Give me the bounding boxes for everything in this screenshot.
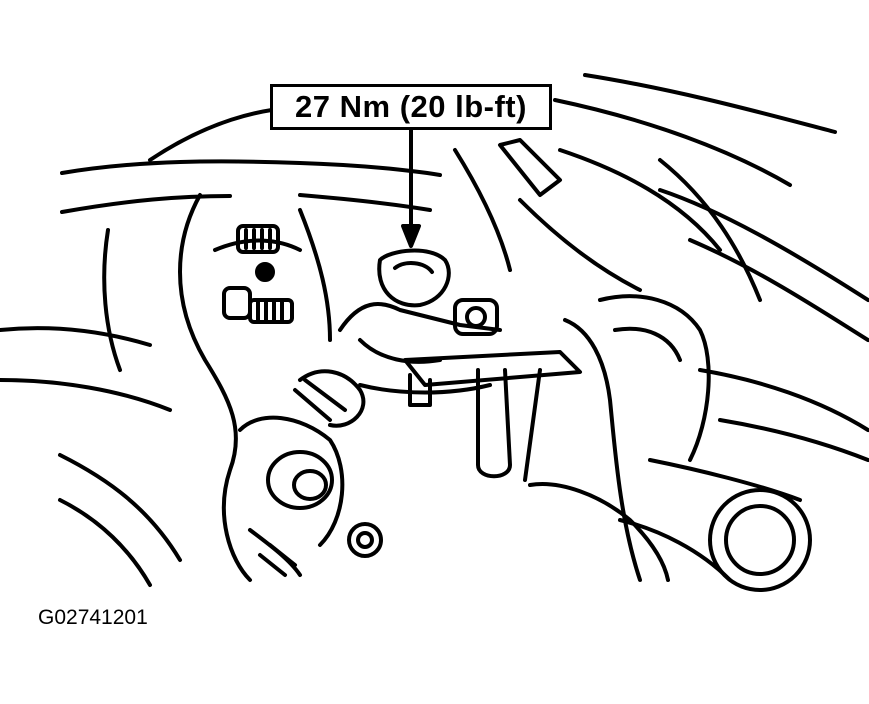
shift-mechanism [293, 248, 582, 482]
upper-right-structure [453, 138, 762, 302]
background-hoses [60, 73, 869, 342]
lever-assembly [238, 415, 383, 577]
callout-leader [401, 128, 421, 248]
torque-spec-label: 27 Nm (20 lb-ft) [295, 89, 527, 124]
left-housing [0, 193, 332, 587]
right-pipes [528, 294, 869, 592]
torque-callout: 27 Nm (20 lb-ft) [270, 84, 552, 130]
figure-id-label: G02741201 [38, 606, 148, 629]
bracket-bolts [222, 224, 294, 324]
